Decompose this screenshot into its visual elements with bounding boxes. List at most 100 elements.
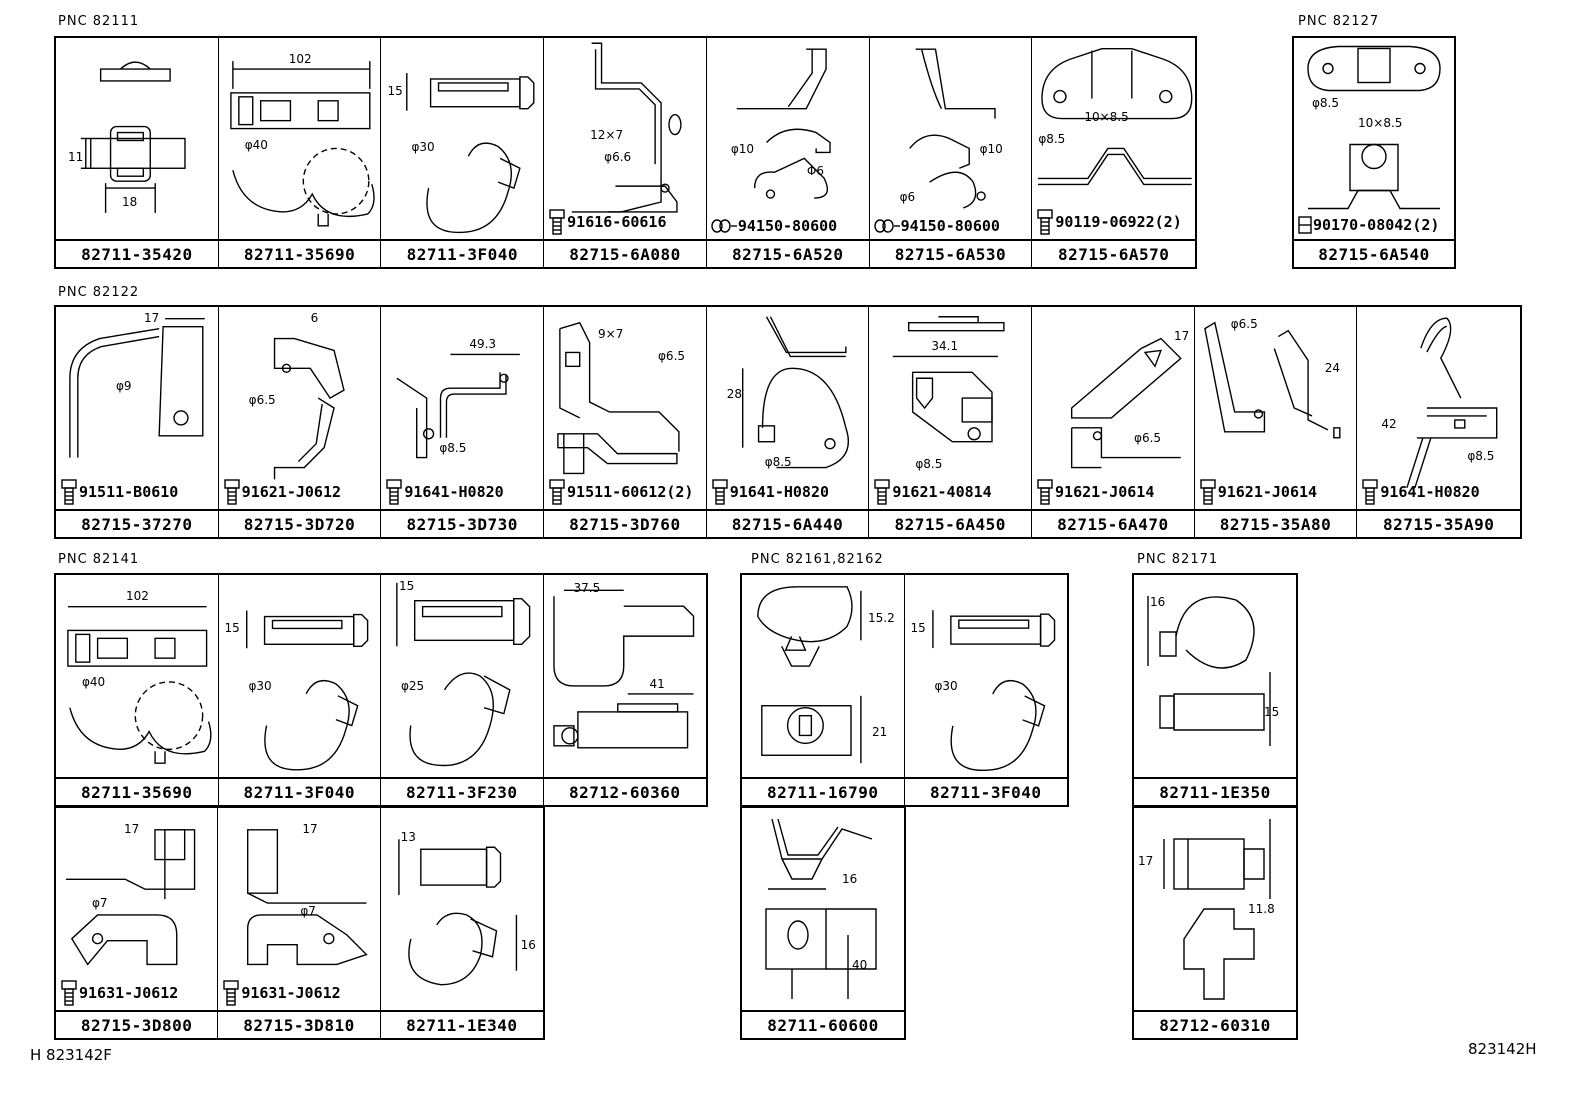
fastener: 94150-80600 — [873, 217, 1000, 235]
clamp-drawing: 13 16 — [381, 808, 543, 1010]
bracket-drawing: 17 φ6.5 91621-J0614 — [1032, 307, 1194, 509]
fastener: 91641-H0820 — [1361, 479, 1480, 505]
part-cell[interactable]: 16 40 82711-60600 — [742, 808, 904, 1038]
fastener: 91641-H0820 — [385, 479, 504, 505]
part-cell[interactable]: 37.5 41 82712-60360 — [543, 575, 707, 805]
part-cell[interactable]: 11 18 82711-35420 — [56, 38, 219, 267]
bracket-drawing: 9×7 φ6.5 91511-60612(2) — [544, 307, 706, 509]
bracket-drawing: φ10 Φ6 94150-80600 — [707, 38, 869, 239]
dimension-label: φ8.5 — [1038, 132, 1066, 146]
dimension-label: φ10 — [979, 142, 1003, 156]
part-cell[interactable]: 28 φ8.5 91641-H0820 82715-6A440 — [706, 307, 870, 537]
dimension-label: φ8.5 — [1467, 449, 1495, 463]
fastener: 91621-40814 — [873, 479, 992, 505]
dimension-label: 21 — [872, 725, 888, 739]
part-cell[interactable]: φ6.5 24 91621-J0614 82715-35A80 — [1194, 307, 1358, 537]
part-number: 82711-16790 — [742, 777, 904, 805]
fastener: 91621-J0614 — [1036, 479, 1154, 505]
part-number: 82711-35420 — [56, 239, 218, 267]
dimension-label: 15 — [399, 579, 415, 593]
part-number: 82711-3F230 — [381, 777, 543, 805]
part-cell[interactable]: φ10 φ6 94150-80600 82715-6A530 — [869, 38, 1033, 267]
dimension-label: 13 — [400, 830, 416, 844]
clamp-drawing: 15 φ30 — [219, 575, 381, 777]
clip-drawing: 17 11.8 — [1134, 808, 1296, 1010]
part-number: 82711-35690 — [56, 777, 218, 805]
part-cell[interactable]: 12×7 φ6.6 91616-60616 82715-6A080 — [544, 38, 707, 267]
fastener-part-number: 91621-J0612 — [241, 483, 342, 501]
diagram-code-right: 823142H — [1468, 1040, 1537, 1058]
fastener: 90119-06922(2) — [1036, 209, 1182, 235]
parts-row-82141-lower: 17 φ7 91631-J0612 82715-3D800 17 φ7 9163… — [54, 806, 545, 1040]
part-cell[interactable]: 15 φ30 82711-3F040 — [381, 38, 545, 267]
part-cell[interactable]: 9×7 φ6.5 91511-60612(2) 82715-3D760 — [544, 307, 707, 537]
part-cell[interactable]: 49.3 φ8.5 91641-H0820 82715-3D730 — [381, 307, 545, 537]
part-cell[interactable]: 13 16 82711-1E340 — [380, 808, 543, 1038]
part-cell[interactable]: 10×8.5 φ8.5 90119-06922(2) 82715-6A570 — [1032, 38, 1196, 267]
fastener: 90170-08042(2) — [1298, 215, 1439, 235]
dimension-label: φ6.5 — [658, 349, 686, 363]
clip-drawing: 16 40 — [742, 808, 904, 1010]
bolt-icon — [549, 479, 565, 505]
part-cell[interactable]: 34.1 φ8.5 91621-40814 82715-6A450 — [869, 307, 1033, 537]
part-cell[interactable]: 102 φ40 82711-35690 — [218, 38, 382, 267]
dimension-label: 10×8.5 — [1084, 110, 1129, 124]
fastener: 94150-80600 — [711, 217, 837, 235]
dimension-label: 102 — [288, 52, 312, 66]
pnc-label-82171: PNC 82171 — [1137, 552, 1219, 567]
fastener-part-number: 91621-J0614 — [1055, 483, 1155, 501]
bracket-drawing: 42 φ8.5 91641-H0820 — [1357, 307, 1520, 509]
part-number: 82711-3F040 — [218, 777, 380, 805]
fastener: 91621-J0614 — [1199, 479, 1317, 505]
dimension-label: 37.5 — [573, 581, 601, 595]
part-number: 82711-1E350 — [1134, 777, 1296, 805]
part-number: 82715-37270 — [56, 509, 218, 537]
dimension-label: φ6.5 — [1230, 317, 1258, 331]
part-number: 82715-3D760 — [544, 509, 706, 537]
part-number: 82715-6A570 — [1032, 239, 1196, 267]
fastener-part-number: 90119-06922(2) — [1055, 213, 1182, 231]
clamp-drawing: 15 φ25 — [381, 575, 543, 777]
dimension-label: 17 — [1138, 854, 1154, 868]
dimension-label: 16 — [842, 872, 858, 886]
fastener-part-number: 91616-60616 — [567, 213, 667, 231]
dimension-label: 15.2 — [868, 611, 895, 625]
dimension-label: 49.3 — [469, 337, 497, 351]
fastener: 91511-B0610 — [60, 479, 178, 505]
part-cell[interactable]: φ10 Φ6 94150-80600 82715-6A520 — [706, 38, 870, 267]
part-cell[interactable]: 16 15 82711-1E350 — [1134, 575, 1296, 805]
bolt-icon — [1037, 479, 1053, 505]
dimension-label: φ6 — [899, 190, 916, 204]
part-number: 82711-1E340 — [380, 1010, 543, 1038]
fastener-part-number: 91641-H0820 — [404, 483, 504, 501]
part-cell[interactable]: 42 φ8.5 91641-H0820 82715-35A90 — [1357, 307, 1521, 537]
nut-icon — [1298, 216, 1312, 234]
clamp-drawing: 37.5 41 — [544, 575, 707, 777]
part-cell[interactable]: 15.2 21 82711-16790 — [742, 575, 905, 805]
dimension-label: φ40 — [244, 138, 268, 152]
part-cell[interactable]: 17 11.8 82712-60310 — [1134, 808, 1296, 1038]
dimension-label: φ10 — [730, 142, 755, 156]
grommet-icon — [873, 219, 900, 233]
grommet-icon — [711, 219, 737, 233]
part-cell[interactable]: 15 φ30 82711-3F040 — [904, 575, 1068, 805]
dimension-label: 17 — [302, 822, 318, 836]
dimension-label: 15 — [1264, 705, 1280, 719]
part-cell[interactable]: 102 φ40 82711-35690 — [56, 575, 219, 805]
part-cell[interactable]: 17 φ7 91631-J0612 82715-3D800 — [56, 808, 219, 1038]
fastener-part-number: 91641-H0820 — [1380, 483, 1480, 501]
part-cell[interactable]: 17 φ7 91631-J0612 82715-3D810 — [218, 808, 381, 1038]
part-cell[interactable]: φ8.5 10×8.5 90170-08042(2) 82715-6A540 — [1294, 38, 1454, 267]
part-cell[interactable]: 6 φ6.5 91621-J0612 82715-3D720 — [218, 307, 382, 537]
bracket-drawing: 12×7 φ6.6 91616-60616 — [544, 38, 706, 239]
bracket-drawing: 49.3 φ8.5 91641-H0820 — [381, 307, 543, 509]
bolt-icon — [61, 479, 77, 505]
part-cell[interactable]: 17 φ9 91511-B0610 82715-37270 — [56, 307, 219, 537]
dimension-label: 15 — [224, 621, 240, 635]
part-number: 82715-3D730 — [381, 509, 544, 537]
part-cell[interactable]: 15 φ25 82711-3F230 — [381, 575, 544, 805]
part-cell[interactable]: 17 φ6.5 91621-J0614 82715-6A470 — [1032, 307, 1195, 537]
part-cell[interactable]: 15 φ30 82711-3F040 — [218, 575, 381, 805]
dimension-label: φ30 — [248, 679, 272, 693]
clamp-drawing: 15 φ30 — [905, 575, 1068, 777]
